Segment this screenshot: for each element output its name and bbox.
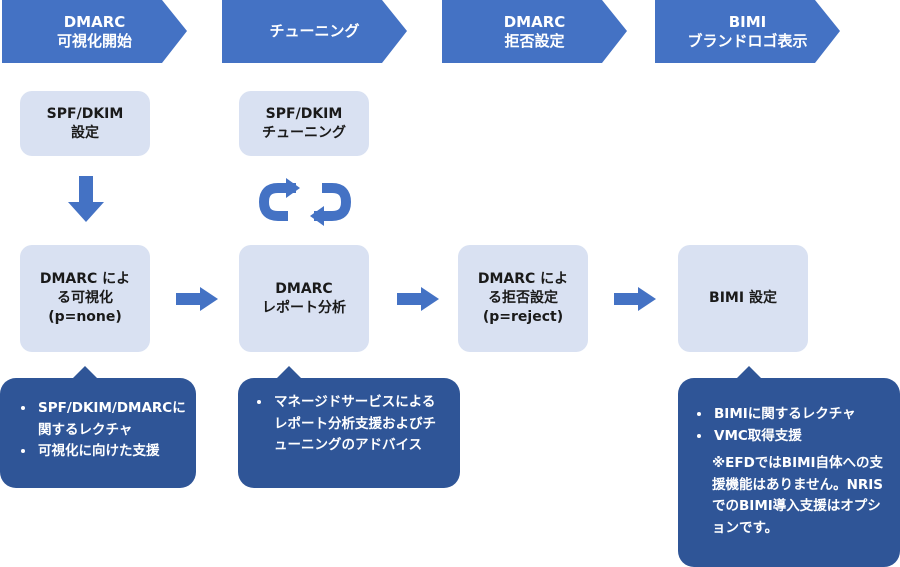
phase-line1: BIMI xyxy=(728,12,767,31)
note-bullet: マネージドサービスによるレポート分析支援およびチューニングのアドバイス xyxy=(272,392,448,457)
phase-tuning: チューニング xyxy=(222,0,407,63)
box-line1: DMARC によ xyxy=(39,271,131,288)
box-line2: る可視化 xyxy=(56,290,113,307)
spf-dkim-setup-box: SPF/DKIM 設定 xyxy=(20,91,150,156)
arrow-right-icon xyxy=(614,287,656,311)
bimi-setup-box: BIMI 設定 xyxy=(678,245,808,352)
dmarc-report-analysis-box: DMARC レポート分析 xyxy=(239,245,369,352)
bimi-footnote: ※EFDではBIMI自体への支援機能はありません。NRISでのBIMI導入支援は… xyxy=(712,455,884,536)
phase-dmarc-visualization: DMARC 可視化開始 xyxy=(2,0,187,63)
spf-dkim-tuning-box: SPF/DKIM チューニング xyxy=(239,91,369,156)
arrow-right-icon xyxy=(176,287,218,311)
box-line2: 設定 xyxy=(70,124,99,141)
note-bullet: SPF/DKIM/DMARCに関するレクチャ xyxy=(36,398,186,441)
phase-line1: チューニング xyxy=(269,22,360,41)
dmarc-reject-box: DMARC によ る拒否設定 (p=reject) xyxy=(458,245,588,352)
box-line1: DMARC によ xyxy=(477,271,569,288)
box-line1: SPF/DKIM xyxy=(46,105,124,122)
note-bullet: BIMIに関するレクチャ xyxy=(712,404,888,426)
box-line2: チューニング xyxy=(262,124,346,141)
cycle-icon xyxy=(259,178,351,226)
phase-line1: DMARC xyxy=(503,12,566,31)
arrow-right-icon xyxy=(397,287,439,311)
box-line1: SPF/DKIM xyxy=(265,105,343,122)
box-line2: レポート分析 xyxy=(262,299,346,316)
box-line3: (p=none) xyxy=(48,308,122,325)
box-line3: (p=reject) xyxy=(482,308,564,325)
note-tail xyxy=(72,366,98,379)
support-note-visualization: SPF/DKIM/DMARCに関するレクチャ 可視化に向けた支援 xyxy=(0,366,196,488)
arrow-down-icon xyxy=(68,176,104,222)
phase-line1: DMARC xyxy=(63,12,126,31)
note-bullet: VMC取得支援 xyxy=(712,426,888,448)
phase-line2: 可視化開始 xyxy=(56,31,132,50)
phase-dmarc-reject: DMARC 拒否設定 xyxy=(442,0,627,63)
box-line2: る拒否設定 xyxy=(487,290,558,307)
note-tail xyxy=(276,366,302,379)
support-note-bimi: BIMIに関するレクチャ VMC取得支援 ※EFDではBIMI自体への支援機能は… xyxy=(678,366,900,567)
phase-bimi: BIMI ブランドロゴ表示 xyxy=(655,0,840,63)
phase-line2: ブランドロゴ表示 xyxy=(687,31,808,50)
note-bullet: 可視化に向けた支援 xyxy=(36,441,186,463)
dmarc-visualization-box: DMARC によ る可視化 (p=none) xyxy=(20,245,150,352)
support-note-analysis: マネージドサービスによるレポート分析支援およびチューニングのアドバイス xyxy=(238,366,460,488)
box-line1: DMARC xyxy=(275,280,333,297)
note-tail xyxy=(736,366,762,379)
phase-line2: 拒否設定 xyxy=(504,31,565,50)
box-line1: BIMI 設定 xyxy=(709,290,777,307)
